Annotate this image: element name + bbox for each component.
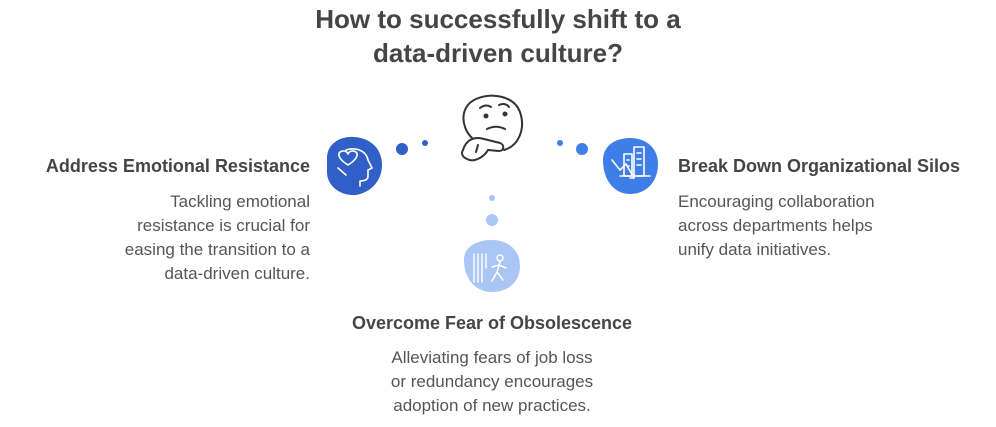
- heart-head-icon: [327, 136, 382, 196]
- description-line: across departments helps: [678, 216, 873, 235]
- connector-dot: [576, 143, 588, 155]
- connector-dot: [422, 140, 428, 146]
- branch-heading-fear-of-obsolescence: Overcome Fear of Obsolescence: [351, 313, 633, 333]
- connector-dot: [557, 140, 563, 146]
- description-line: Encouraging collaboration: [678, 192, 875, 211]
- description-line: adoption of new practices.: [393, 396, 591, 415]
- connector-dot: [489, 195, 495, 201]
- branch-heading-emotional-resistance: Address Emotional Resistance: [45, 156, 310, 176]
- connector-dot: [486, 214, 498, 226]
- person-walking-away-icon: [463, 240, 520, 292]
- description-line: Alleviating fears of job loss: [391, 348, 593, 367]
- description-line: easing the transition to a: [124, 240, 310, 259]
- description-line: or redundancy encourages: [390, 372, 594, 391]
- branch-description-emotional-resistance: Tackling emotional resistance is crucial…: [125, 190, 310, 286]
- page-title: How to successfully shift to a data-driv…: [0, 2, 996, 70]
- title-line-2: data-driven culture?: [373, 38, 623, 68]
- branch-description-organizational-silos: Encouraging collaboration across departm…: [678, 190, 875, 262]
- description-line: unify data initiatives.: [678, 240, 832, 259]
- thinking-face-icon: [461, 94, 523, 162]
- description-line: resistance is crucial for: [137, 216, 310, 235]
- connector-dot: [396, 143, 408, 155]
- branch-heading-organizational-silos: Break Down Organizational Silos: [678, 156, 961, 176]
- chart-buildings-icon: [603, 138, 658, 194]
- description-line: data-driven culture.: [164, 264, 310, 283]
- description-line: Tackling emotional: [170, 192, 310, 211]
- title-line-1: How to successfully shift to a: [315, 4, 681, 34]
- branch-description-fear-of-obsolescence: Alleviating fears of job loss or redunda…: [0, 346, 984, 418]
